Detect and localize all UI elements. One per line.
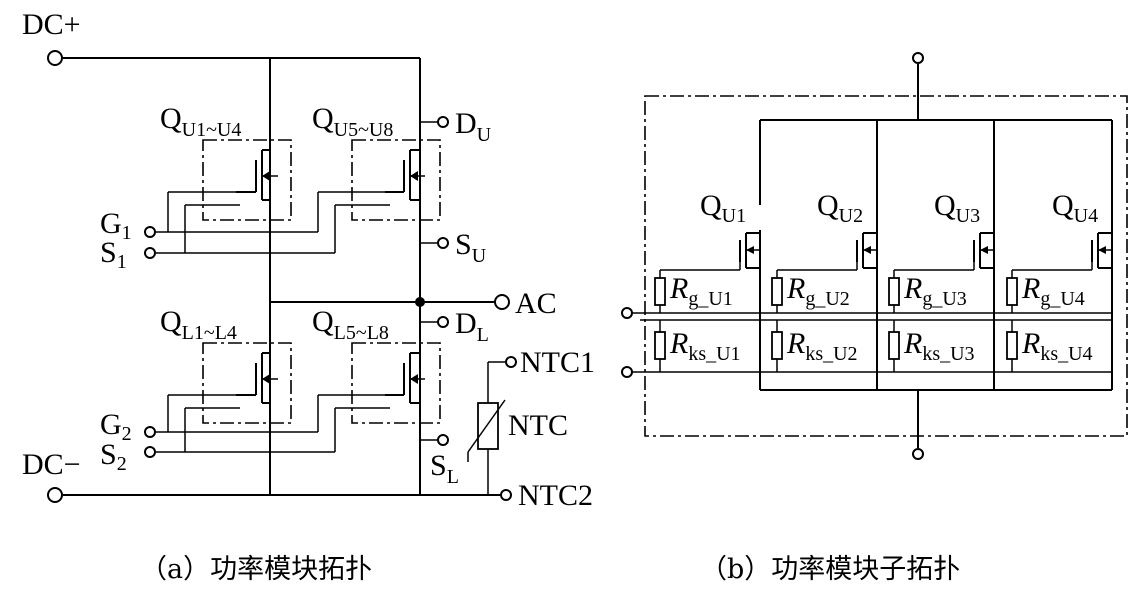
q-u5-u8-label: QU5~U8 (312, 102, 393, 141)
su-label: SU (455, 228, 487, 267)
ntc-thermistor (467, 356, 517, 501)
sub-module-boundary (644, 95, 1128, 437)
rg-u1-label: Rg_U1 (669, 272, 733, 310)
q-l1-l4-label: QL1~L4 (160, 305, 237, 344)
cell-u4 (1006, 232, 1112, 372)
rks-u4-label: Rks_U4 (1021, 327, 1093, 365)
caption-b: （b）功率模块子拓扑 (700, 554, 960, 585)
caption-a: （a）功率模块拓扑 (140, 554, 372, 585)
q-u4-label: QU4 (1052, 189, 1098, 227)
cell-u2 (771, 232, 877, 372)
rg-u2-label: Rg_U2 (786, 272, 850, 310)
rks-u3-label: Rks_U3 (903, 327, 975, 365)
cell-u1 (654, 232, 761, 390)
q-u1-u4-label: QU1~U4 (160, 102, 241, 141)
ac-label: AC (515, 287, 557, 320)
panel-a-power-module-topology: DC+ DC− QU1~U4 QU5~U8 QL1~L4 QL5~L8 DU S… (22, 8, 595, 585)
q-u2-label: QU2 (817, 189, 863, 227)
g2-label: G2 (100, 408, 132, 445)
rks-u1-label: Rks_U1 (669, 327, 741, 365)
cell-u3 (888, 232, 994, 372)
rg-u4-label: Rg_U4 (1021, 272, 1085, 310)
dc-plus-terminal (47, 50, 63, 66)
g1-label: G1 (100, 207, 132, 244)
panel-b-sub-module-topology: QU1 QU2 QU3 QU4 Rg_U1 Rg_U2 Rg_U3 Rg_U4 … (621, 52, 1128, 585)
switch-group-q-l5-l8 (317, 342, 441, 452)
s2-label: S2 (100, 438, 127, 475)
dl-label: DL (455, 307, 489, 346)
rks-u2-label: Rks_U2 (786, 327, 858, 365)
ac-junction-dot (415, 297, 425, 307)
du-label: DU (455, 107, 492, 146)
sl-label: SL (430, 449, 459, 488)
q-u1-label: QU1 (700, 189, 746, 227)
switch-group-q-l1-l4 (167, 342, 292, 452)
switch-group-q-u1-u4 (167, 139, 292, 253)
dc-minus-label: DC− (22, 448, 81, 481)
ntc-label: NTC (508, 409, 568, 442)
dc-minus-terminal (47, 487, 63, 503)
q-l5-l8-label: QL5~L8 (312, 305, 389, 344)
switch-group-q-u5-u8 (317, 139, 441, 253)
q-u3-label: QU3 (934, 189, 980, 227)
ntc1-label: NTC1 (520, 346, 595, 379)
ac-terminal (494, 294, 510, 310)
dc-plus-label: DC+ (22, 8, 81, 41)
rg-u3-label: Rg_U3 (903, 272, 967, 310)
ntc2-label: NTC2 (518, 479, 593, 512)
s1-label: S1 (100, 236, 127, 273)
